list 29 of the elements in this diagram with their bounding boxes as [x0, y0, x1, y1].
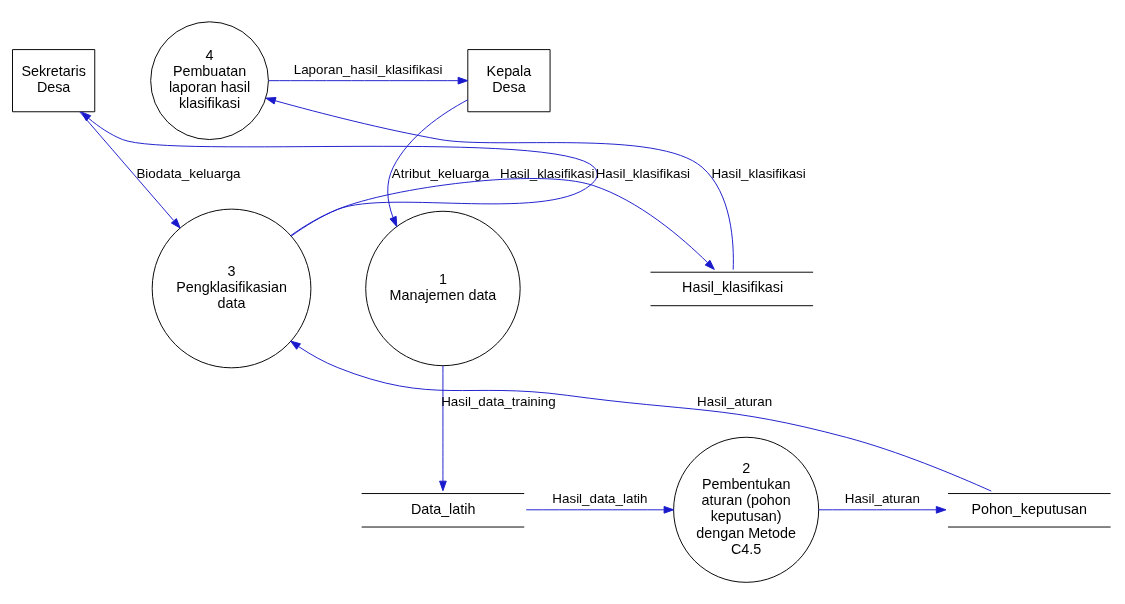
arrow — [387, 99, 469, 227]
arrow — [290, 178, 715, 270]
edge-label: Hasil_data_training — [441, 394, 556, 410]
edge-label: Hasil_klasifikasi — [595, 165, 691, 181]
arrow — [818, 505, 947, 514]
node-text: Hasil_klasifikasi — [682, 279, 784, 296]
arrow — [439, 365, 447, 492]
edge-label: Hasil_aturan — [697, 394, 773, 410]
edge-label: Biodata_keluarga — [136, 165, 241, 181]
edge-label: Atribut_keluarga — [391, 165, 490, 181]
edge-label: Hasil_klasifikasi — [711, 165, 806, 181]
edge-label: Hasil_aturan — [844, 491, 920, 507]
node-circle: 1 Manajemen data — [365, 210, 521, 367]
arrow — [268, 76, 469, 85]
arrow — [80, 111, 598, 237]
edge-label: Laporan_hasil_klasifikasi — [293, 62, 443, 78]
edge-label: Hasil_klasifikasi — [499, 165, 595, 181]
node-circle: 2 Pembentukan aturan (pohon keputusan) dengan Metode C4.5 — [673, 436, 820, 583]
node-circle: 4 Pembuatan laporan hasil klasifikasi — [150, 21, 269, 140]
node-text: Data_latih — [410, 500, 476, 517]
node-box: Kepala Desa — [467, 49, 551, 113]
arrow — [265, 97, 734, 271]
node-circle: 3 Pengklasifikasian data — [151, 208, 312, 369]
node-text: Pohon_keputusan — [971, 500, 1087, 517]
arrow — [290, 340, 992, 492]
edge-label: Hasil_data_latih — [552, 491, 648, 507]
node-box: Sekretaris Desa — [12, 49, 96, 113]
arrow — [525, 505, 675, 514]
arrow — [79, 111, 181, 229]
